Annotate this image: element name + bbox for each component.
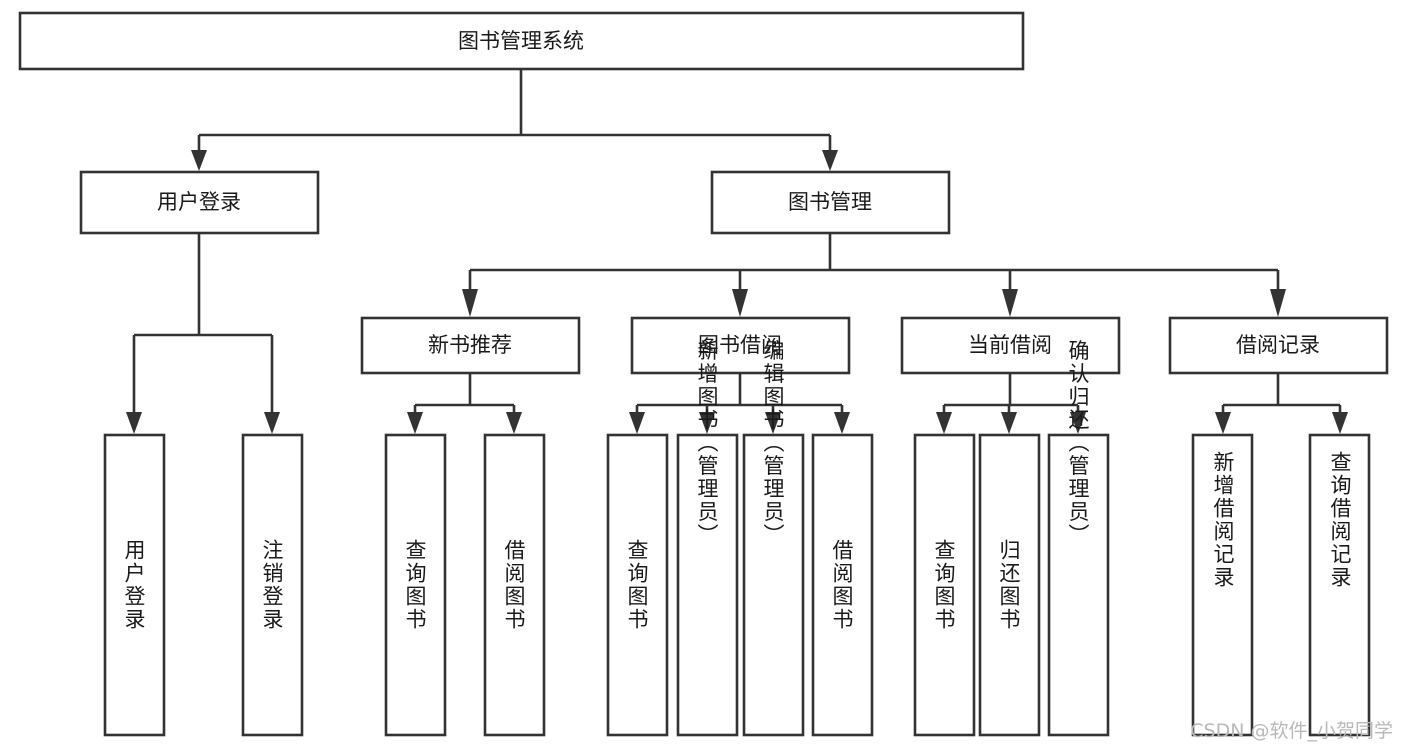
arrow-head-leaf-return-book xyxy=(1001,412,1017,434)
node-borrow-record[interactable]: 借阅记录 xyxy=(1168,316,1389,375)
arrow-head-leaf-add-book-admin xyxy=(699,412,715,434)
node-leaf-borrow-book-1-label: 借阅图书 xyxy=(502,539,526,631)
node-new-book-recommend-box[interactable] xyxy=(360,316,581,375)
node-leaf-query-book-2-label: 查询图书 xyxy=(625,539,649,631)
node-book-borrow-box[interactable] xyxy=(630,316,851,375)
node-leaf-query-book-3-label: 查询图书 xyxy=(932,539,956,631)
arrow-head-leaf-query-book-2 xyxy=(629,412,645,434)
arrow-head-leaf-confirm-return-admin xyxy=(1070,412,1086,434)
node-leaf-logout-login-label: 注销登录 xyxy=(260,539,284,631)
node-book-borrow[interactable]: 图书借阅 xyxy=(630,316,851,375)
node-current-borrow-label: 当前借阅 xyxy=(968,333,1052,357)
node-leaf-borrow-book-1[interactable]: 借阅图书 xyxy=(483,433,546,737)
node-leaf-borrow-book-2-box[interactable] xyxy=(811,433,874,737)
node-user-login-box[interactable] xyxy=(79,170,320,235)
node-leaf-logout-login-box[interactable] xyxy=(241,433,304,737)
node-leaf-return-book-label: 归还图书 xyxy=(997,539,1021,631)
node-leaf-query-borrow-record-box[interactable] xyxy=(1308,433,1371,737)
node-leaf-borrow-book-2[interactable]: 借阅图书 xyxy=(811,433,874,737)
node-leaf-add-borrow-record-box[interactable] xyxy=(1191,433,1254,737)
node-leaf-add-borrow-record-label: 新增借阅记录 xyxy=(1211,451,1235,589)
node-root[interactable]: 图书管理系统 xyxy=(18,11,1025,71)
node-book-management-label: 图书管理 xyxy=(788,190,872,214)
arrow-head-userlogin xyxy=(191,150,207,171)
node-root-label: 图书管理系统 xyxy=(458,29,584,53)
node-leaf-add-book-admin[interactable]: 新增图书（管理员） xyxy=(676,340,739,737)
arrow-head-leaf-borrow-book-2 xyxy=(834,412,850,434)
node-leaf-add-borrow-record[interactable]: 新增借阅记录 xyxy=(1191,433,1254,737)
arrow-head-current-borrow xyxy=(1002,289,1018,317)
node-borrow-record-label: 借阅记录 xyxy=(1236,333,1320,357)
node-leaf-return-book[interactable]: 归还图书 xyxy=(978,433,1041,737)
node-root-box[interactable] xyxy=(18,11,1025,71)
node-leaf-query-book-1-box[interactable] xyxy=(384,433,447,737)
node-leaf-add-book-admin-box[interactable] xyxy=(676,433,739,737)
node-new-book-recommend-label: 新书推荐 xyxy=(428,333,512,357)
arrow-head-leaf-query-borrow-record xyxy=(1332,412,1348,434)
node-leaf-query-book-2-box[interactable] xyxy=(606,433,669,737)
node-leaf-edit-book-admin-label: 编辑图书（管理员） xyxy=(761,340,785,547)
node-leaf-query-book-3[interactable]: 查询图书 xyxy=(913,433,976,737)
node-leaf-return-book-box[interactable] xyxy=(978,433,1041,737)
node-leaf-edit-book-admin[interactable]: 编辑图书（管理员） xyxy=(742,340,805,737)
node-new-book-recommend[interactable]: 新书推荐 xyxy=(360,316,581,375)
arrow-head-book-borrow xyxy=(732,289,748,317)
arrow-head-leaf-edit-book-admin xyxy=(765,412,781,434)
arrow-head-leaf-borrow-book-1 xyxy=(506,412,522,434)
node-current-borrow[interactable]: 当前借阅 xyxy=(900,316,1121,375)
node-leaf-confirm-return-admin-label: 确认归还（管理员） xyxy=(1066,340,1090,547)
node-leaf-query-book-2[interactable]: 查询图书 xyxy=(606,433,669,737)
arrow-head-leaf-query-book-1 xyxy=(407,412,423,434)
node-leaf-user-login-label: 用户登录 xyxy=(122,539,146,631)
node-book-borrow-label: 图书借阅 xyxy=(698,333,782,357)
arrow-head-leaf-query-book-3 xyxy=(936,412,952,434)
node-leaf-query-book-3-box[interactable] xyxy=(913,433,976,737)
arrow-head-leaf-user-login xyxy=(126,412,142,434)
arrow-head-leaf-add-borrow-record xyxy=(1215,412,1231,434)
node-leaf-query-borrow-record[interactable]: 查询借阅记录 xyxy=(1308,433,1371,737)
node-leaf-query-borrow-record-label: 查询借阅记录 xyxy=(1328,451,1352,589)
arrow-head-leaf-logout-login xyxy=(264,412,280,434)
connector-group xyxy=(126,69,1348,434)
node-leaf-confirm-return-admin[interactable]: 确认归还（管理员） xyxy=(1047,340,1110,737)
node-leaf-add-book-admin-label: 新增图书（管理员） xyxy=(695,340,719,547)
node-current-borrow-box[interactable] xyxy=(900,316,1121,375)
node-user-login[interactable]: 用户登录 xyxy=(79,170,320,235)
node-leaf-query-book-1[interactable]: 查询图书 xyxy=(384,433,447,737)
node-leaf-query-book-1-label: 查询图书 xyxy=(403,539,427,631)
arrow-head-new-book-recommend xyxy=(462,289,478,317)
arrow-head-borrow-record xyxy=(1270,289,1286,317)
node-leaf-user-login[interactable]: 用户登录 xyxy=(103,433,166,737)
node-leaf-user-login-box[interactable] xyxy=(103,433,166,737)
node-leaf-edit-book-admin-box[interactable] xyxy=(742,433,805,737)
node-leaf-logout-login[interactable]: 注销登录 xyxy=(241,433,304,737)
node-book-management[interactable]: 图书管理 xyxy=(710,170,951,235)
node-borrow-record-box[interactable] xyxy=(1168,316,1389,375)
arrow-head-bookmanagement xyxy=(822,150,838,171)
node-user-login-label: 用户登录 xyxy=(157,190,241,214)
node-leaf-confirm-return-admin-box[interactable] xyxy=(1047,433,1110,737)
node-leaf-borrow-book-2-label: 借阅图书 xyxy=(830,539,854,631)
node-book-management-box[interactable] xyxy=(710,170,951,235)
node-leaf-borrow-book-1-box[interactable] xyxy=(483,433,546,737)
